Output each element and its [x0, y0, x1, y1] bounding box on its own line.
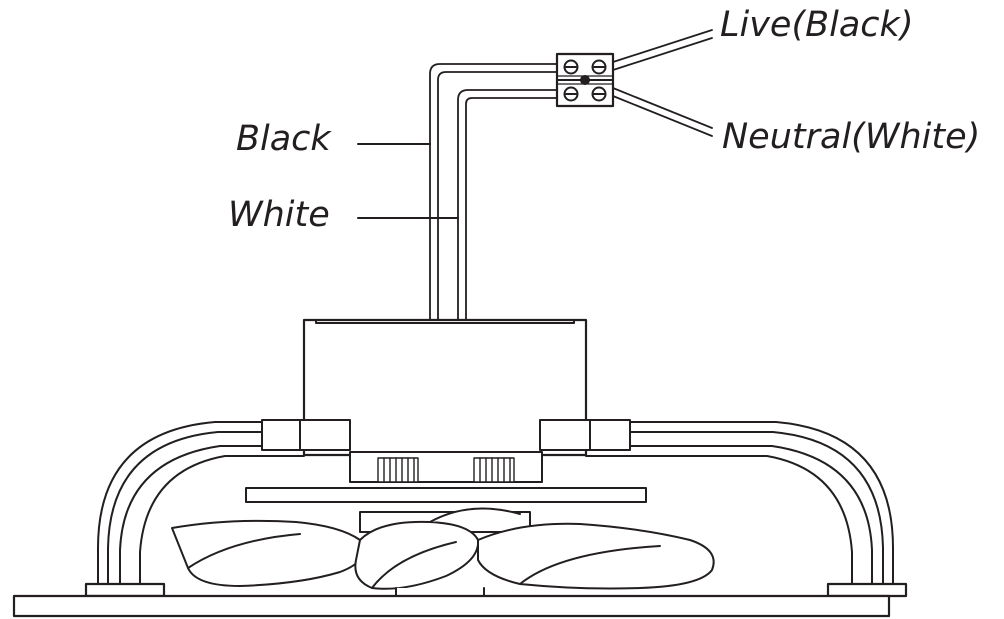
motor-housing: [302, 318, 588, 483]
impeller-blades: [171, 507, 715, 597]
terminal-screws: [563, 59, 607, 102]
motor-cooling-fins: [377, 457, 515, 483]
live-black-label: Live(Black): [720, 5, 914, 45]
base-plate: [12, 582, 908, 618]
terminal-block: [555, 52, 615, 108]
supply-wires: [612, 29, 713, 137]
black-wire-label: Black: [236, 119, 331, 159]
neutral-white-label: Neutral(White): [722, 117, 981, 157]
fan-shroud: [97, 419, 894, 587]
fan-wires: [357, 63, 558, 346]
white-wire-label: White: [228, 195, 330, 235]
mounting-plate: [245, 487, 647, 503]
